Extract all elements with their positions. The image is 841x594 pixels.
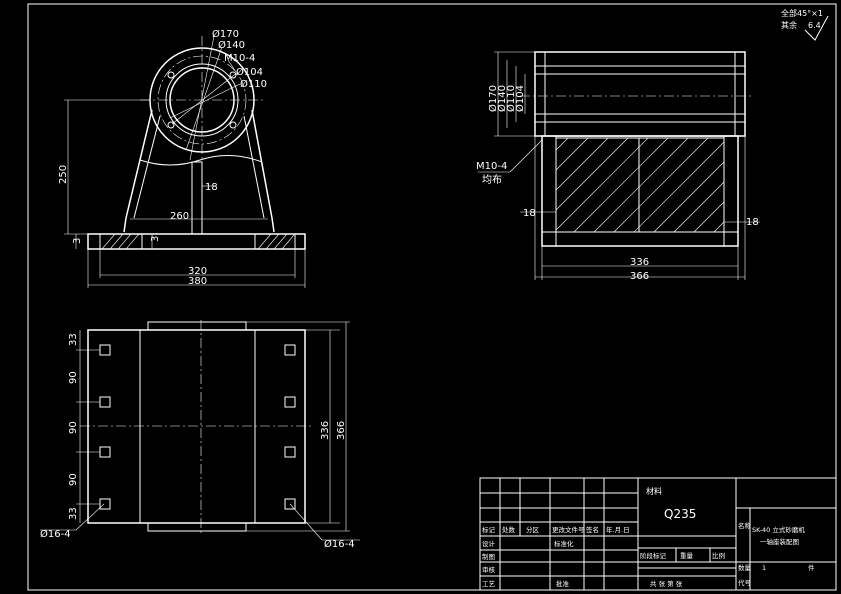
- dim-outer-len: 366: [630, 271, 649, 282]
- bolt-hole: [99, 498, 111, 510]
- finish-note: 全部45°×1 其余 6.4: [781, 8, 829, 41]
- weight-label: 重量: [680, 552, 694, 560]
- dim-inner-len: 336: [630, 257, 649, 268]
- scale-label: 比例: [712, 551, 725, 560]
- bolt-hole: [167, 71, 175, 79]
- code-label: 代号: [738, 578, 752, 587]
- header-col-1: 标记: [482, 525, 496, 534]
- dim-d110: Ø110: [240, 78, 267, 90]
- sleeve-outline: [541, 135, 739, 247]
- bolt-hole: [167, 121, 175, 129]
- dim-d170: Ø170: [212, 28, 239, 40]
- row-approved: 批准: [556, 579, 570, 588]
- dim-base-in: 320: [188, 266, 207, 277]
- row-designed: 设计: [482, 539, 496, 548]
- section-hatch: [555, 137, 725, 233]
- material-value: Q235: [664, 507, 696, 521]
- dim-thread: M10-4: [224, 53, 255, 64]
- stage-label: 阶段标记: [640, 551, 667, 560]
- break-line: [139, 154, 263, 166]
- chamfer-note: 全部45°×1: [781, 8, 823, 18]
- side-view: Ø170 Ø140 Ø110 Ø104 M10-4 均布 18 18 336 3…: [476, 51, 760, 282]
- dim-inner-width: 260: [170, 211, 189, 222]
- dim-row-2: 90: [68, 371, 79, 384]
- base-outline: [87, 329, 306, 524]
- header-col-6: 年.月.日: [606, 525, 630, 534]
- row-checked: 制图: [482, 552, 495, 561]
- qty-unit: 件: [808, 563, 815, 572]
- dim-d140: Ø140: [496, 85, 508, 112]
- top-view: 33 90 90 90 33 336 366 Ø16-4 Ø16-4: [40, 320, 360, 550]
- bolt-hole: [284, 446, 296, 458]
- bolt-hole: [99, 344, 111, 356]
- bolt-hole: [284, 396, 296, 408]
- sheets-label: 共 张 第 张: [650, 579, 683, 588]
- dim-rib: 18: [205, 182, 218, 193]
- qty-label: 数量: [738, 563, 752, 572]
- thread-note: 均布: [482, 174, 502, 186]
- row-audit: 审核: [482, 565, 496, 574]
- row-standardized: 标准化: [554, 539, 574, 548]
- header-col-5: 签名: [586, 525, 599, 534]
- dim-d110: Ø110: [505, 85, 517, 112]
- title-block: 材料 Q235 名称 SK-40 立式砂磨机 一轴座装配图 数量 1 件 代号 …: [479, 477, 837, 591]
- dim-base-out: 380: [188, 276, 207, 287]
- bolt-hole: [99, 396, 111, 408]
- dim-right-wall: 18: [746, 217, 759, 228]
- roughness-symbol: [804, 15, 829, 41]
- header-col-2: 处数: [502, 525, 516, 534]
- dim-d104: Ø104: [236, 66, 263, 78]
- dim-outer-len: 366: [336, 421, 347, 440]
- header-col-4: 更改文件号: [552, 525, 585, 534]
- base-hatch-left: [99, 233, 143, 250]
- base-plate: [87, 233, 306, 250]
- front-view: Ø170 Ø140 M10-4 Ø104 Ø110 18: [58, 28, 306, 288]
- bolt-hole: [229, 71, 237, 79]
- leader: [171, 71, 239, 125]
- bolt-hole: [284, 498, 296, 510]
- bolt-hole: [99, 446, 111, 458]
- dim-base-h1: 3: [72, 238, 83, 244]
- roughness-label: 其余: [781, 20, 797, 30]
- dim-row-5: 33: [68, 507, 79, 520]
- base-hatch-right: [254, 233, 296, 250]
- leader: [169, 83, 241, 119]
- roughness-value: 6.4: [808, 21, 821, 30]
- part-title-line2: 一轴座装配图: [760, 537, 799, 546]
- leader: [189, 35, 215, 161]
- dim-height: 250: [58, 165, 69, 184]
- dim-row-3: 90: [68, 421, 79, 434]
- dim-row-4: 90: [68, 473, 79, 486]
- dim-thread: M10-4: [476, 161, 507, 172]
- dim-inner-len: 336: [320, 421, 331, 440]
- dim-row-1: 33: [68, 333, 79, 346]
- dim-d170: Ø170: [487, 85, 499, 112]
- part-title-line1: SK-40 立式砂磨机: [752, 525, 805, 534]
- bolt-hole: [229, 121, 237, 129]
- row-process: 工艺: [482, 580, 496, 588]
- dim-d140: Ø140: [218, 39, 245, 51]
- leader: [227, 59, 237, 73]
- dim-base-h2: 3: [150, 236, 161, 242]
- dim-d104: Ø104: [514, 85, 526, 112]
- flange-outline: [534, 51, 746, 137]
- center-rib: [191, 161, 203, 235]
- hole-note-left: Ø16-4: [40, 528, 71, 540]
- header-col-3: 分区: [526, 525, 540, 534]
- dim-left-wall: 18: [523, 208, 536, 219]
- bolt-hole: [284, 344, 296, 356]
- material-label: 材料: [646, 486, 662, 496]
- name-label: 名称: [738, 521, 752, 530]
- inner-wall: [133, 115, 265, 219]
- qty-value: 1: [762, 564, 766, 572]
- body-outline: [123, 109, 275, 233]
- drawing-frame: [27, 3, 837, 591]
- hole-note-right: Ø16-4: [324, 538, 355, 550]
